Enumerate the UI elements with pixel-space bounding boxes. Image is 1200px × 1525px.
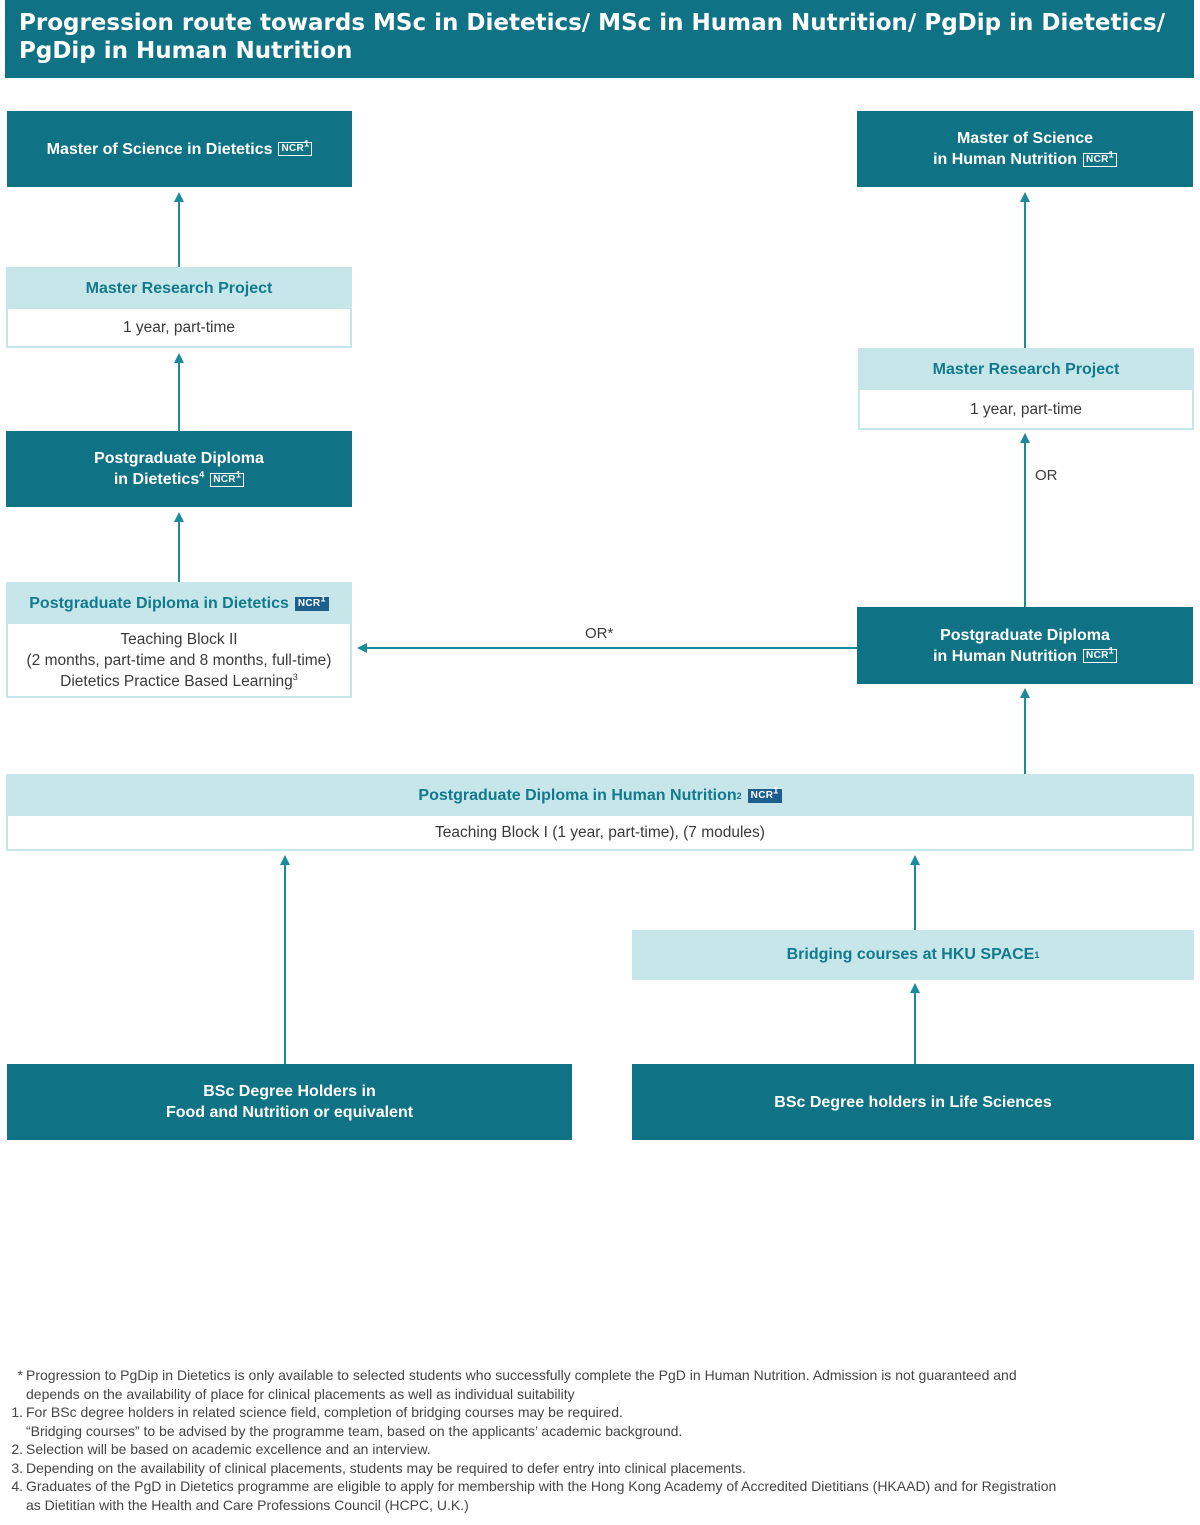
pgd-dietetics-block-body: Teaching Block II (2 months, part-time a… <box>8 624 350 696</box>
page-title-line-1: Progression route towards MSc in Dieteti… <box>19 10 1166 36</box>
pgd-dietetics-line-2: (2 months, part-time and 8 months, full-… <box>26 651 332 669</box>
footnote-1: 1. For BSc degree holders in related sci… <box>11 1404 683 1439</box>
research-left-detail: 1 year, part-time <box>123 319 235 336</box>
or-star-label: OR* <box>585 625 614 642</box>
footnote-star: * Progression to PgDip in Dietetics is o… <box>17 1367 1017 1402</box>
research-right-title: Master Research Project <box>860 350 1192 390</box>
or-label: OR <box>1035 467 1058 484</box>
research-project-right-box: Master Research Project 1 year, part-tim… <box>858 348 1194 430</box>
pgdip-hn-line-1: Postgraduate Diploma <box>940 626 1110 644</box>
pgd-hn-block-detail: Teaching Block I (1 year, part-time), (7… <box>435 824 765 841</box>
msc-hn-line-1: Master of Science <box>956 130 1094 147</box>
ncr-badge: NCR1 <box>747 786 782 803</box>
ncr-badge: NCR1 <box>294 594 329 611</box>
footnote-3: 3. Depending on the availability of clin… <box>11 1459 746 1476</box>
research-project-left-box: Master Research Project 1 year, part-tim… <box>6 267 352 348</box>
page-header: Progression route towards MSc in Dieteti… <box>5 0 1194 78</box>
footnote-4: 4. Graduates of the PgD in Dietetics pro… <box>11 1478 1057 1513</box>
bsc-food-line-2: Food and Nutrition or equivalent <box>165 1104 414 1121</box>
bsc-life-sciences-box: BSc Degree holders in Life Sciences <box>632 1064 1194 1140</box>
bsc-life-label: BSc Degree holders in Life Sciences <box>774 1093 1052 1111</box>
ncr-badge: NCR1 <box>1083 150 1117 167</box>
pgd-dietetics-line-1: Teaching Block II <box>120 630 238 648</box>
ncr-badge: NCR1 <box>278 139 313 157</box>
ncr-badge: NCR1 <box>1083 646 1117 664</box>
research-right-detail: 1 year, part-time <box>970 400 1082 418</box>
footnotes: * Progression to PgDip in Dietetics is o… <box>6 1366 1166 1514</box>
pgd-dietetics-line-3: Dietetics Practice Based Learning3 <box>60 671 298 690</box>
footnote-2: 2. Selection will be based on academic e… <box>11 1441 431 1457</box>
pgdip-dietetics-line-1: Postgraduate Diploma <box>94 450 264 467</box>
research-left-title: Master Research Project <box>8 269 350 309</box>
bsc-food-nutrition-box: BSc Degree Holders in Food and Nutrition… <box>7 1064 572 1140</box>
bsc-food-line-1: BSc Degree Holders in <box>203 1083 376 1100</box>
ncr-badge: NCR1 <box>210 470 245 487</box>
page-title-line-2: PgDip in Human Nutrition <box>19 38 353 64</box>
